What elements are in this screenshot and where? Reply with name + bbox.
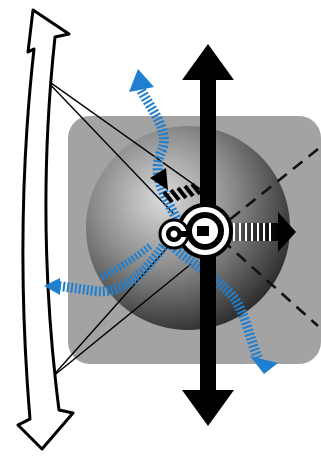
small-ring-icon (160, 220, 188, 248)
double-headed-curved-arrow-icon (18, 10, 73, 449)
